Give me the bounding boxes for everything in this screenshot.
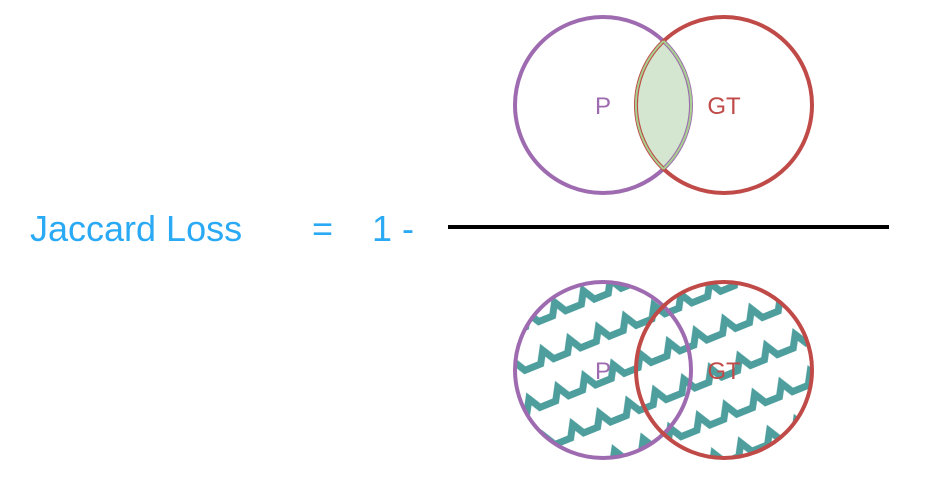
numerator-venn: P GT [513,15,814,195]
denominator-p-circle [513,280,693,460]
denominator-union-fill [515,282,812,458]
equation-one-minus: 1 - [372,208,414,249]
denominator-venn: P GT [513,280,814,460]
numerator-p-label: P [595,93,611,120]
denominator-gt-circle [634,280,814,460]
denominator-gt-label: GT [707,358,741,385]
equation-equals: = [312,208,333,249]
equation-lhs: Jaccard Loss [30,208,242,249]
denominator-p-label: P [595,358,611,385]
numerator-gt-label: GT [707,93,741,120]
